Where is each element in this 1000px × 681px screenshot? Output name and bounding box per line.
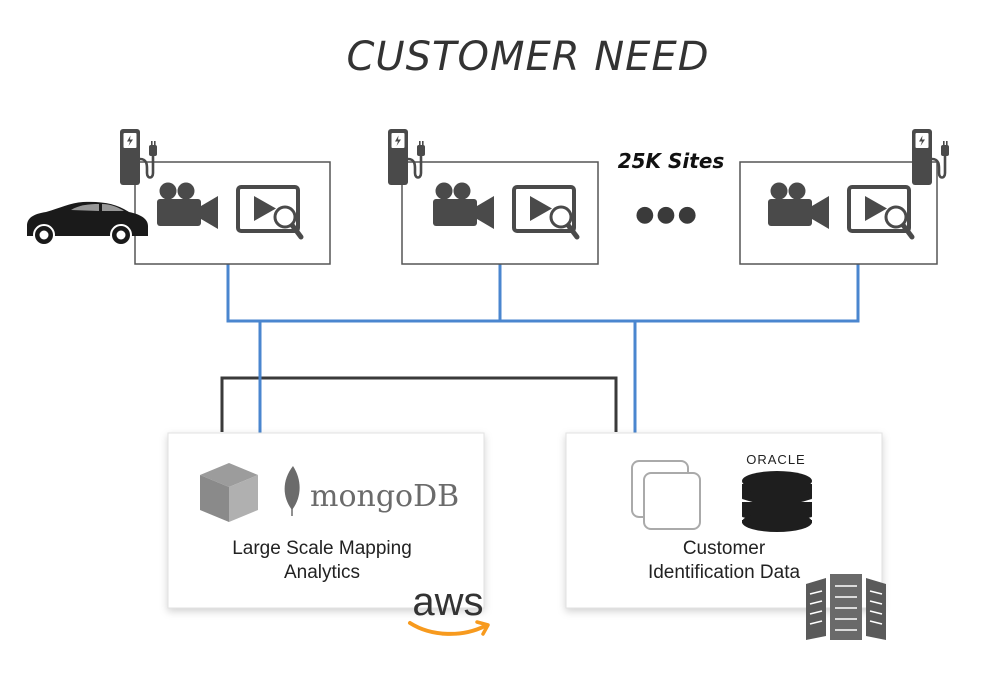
video-search-icon <box>849 187 912 237</box>
analytics-label-line1: Large Scale Mapping <box>232 538 412 559</box>
customer-label-line2: Identification Data <box>648 562 801 583</box>
video-search-icon <box>238 187 301 237</box>
database-icon <box>741 471 813 532</box>
ev-charger-icon <box>910 127 951 187</box>
car-icon <box>27 201 148 246</box>
mongodb-leaf-icon <box>284 466 300 516</box>
site-box-2 <box>401 161 599 265</box>
ev-charger-icon <box>118 127 159 187</box>
customer-label-line1: Customer <box>683 538 766 559</box>
blue-network-lines <box>226 263 860 433</box>
analytics-label-line2: Analytics <box>284 562 360 583</box>
cube-icon <box>200 463 258 522</box>
site-box-3 <box>739 161 938 265</box>
server-rack-icon <box>806 574 886 640</box>
site-box-1 <box>134 161 331 265</box>
dark-connector-line <box>220 376 618 432</box>
aws-logo-text: aws <box>412 580 483 624</box>
window-icon <box>631 460 701 530</box>
page-title: CUSTOMER NEED <box>346 34 709 80</box>
aws-smile-icon <box>408 621 487 636</box>
oracle-logo-text: ORACLE <box>746 452 805 467</box>
mongodb-logo-text: mongoDB <box>310 479 459 514</box>
ellipsis-dots: ●●● <box>635 202 699 227</box>
customer-data-box: ORACLE Customer Identification Data <box>565 432 883 609</box>
analytics-box: mongoDB Large Scale Mapping Analytics <box>167 432 485 609</box>
sites-count-label: 25K Sites <box>618 149 725 173</box>
aws-logo: aws <box>408 580 490 636</box>
video-search-icon <box>514 187 577 237</box>
ev-charger-icon <box>386 127 427 187</box>
